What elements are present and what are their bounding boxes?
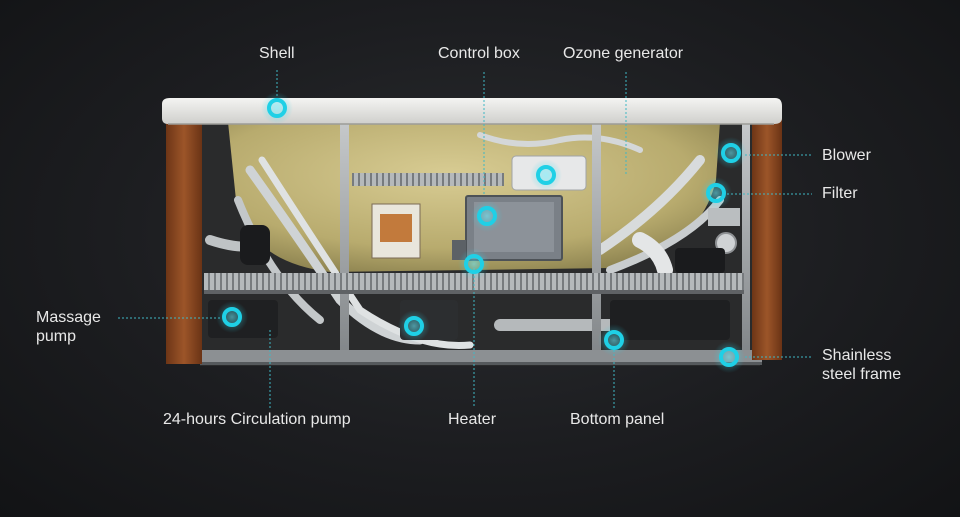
massage-pump-label-line-2: pump [36, 328, 77, 345]
stainless-frame-label: Shainless steel frame [822, 346, 901, 384]
shell-rim [162, 98, 782, 124]
blower-label: Blower [822, 147, 871, 164]
left-wood-panel [166, 116, 202, 364]
heater-label: Heater [448, 411, 497, 428]
control-box-label: Control box [438, 45, 520, 62]
control-box-hotspot-icon [471, 200, 503, 232]
ozone-generator-label: Ozone generator [563, 45, 684, 62]
heater-hotspot-icon [458, 248, 490, 280]
massage-pump-label-line-1: Massage [36, 309, 101, 326]
bottom-panel-board [200, 350, 762, 364]
upper-grate-rail [352, 173, 504, 186]
ozone-generator-hotspot-icon [530, 159, 562, 191]
stainless-frame-label-line-2: steel frame [822, 366, 902, 383]
warning-label-plate [371, 203, 421, 259]
bottom-panel-label: Bottom panel [570, 411, 665, 428]
filter-hotspot-icon [700, 177, 732, 209]
blower-hotspot-icon [715, 137, 747, 169]
massage-pump-hotspot-icon [216, 301, 248, 333]
circulation-pump-label: 24-hours Circulation pump [163, 411, 351, 428]
stainless-frame-label-line-1: Shainless [822, 347, 892, 364]
hotspot-markers [216, 92, 747, 373]
massage-pump-label: Massage pump [36, 308, 101, 346]
frame-posts [340, 120, 750, 365]
filter-label: Filter [822, 185, 858, 202]
bottom-panel-hotspot-icon [598, 324, 630, 356]
circulation-pump-hotspot-icon [398, 310, 430, 342]
shell-label: Shell [259, 45, 295, 62]
steel-frame-hotspot-icon [713, 341, 745, 373]
shell-hotspot-icon [261, 92, 293, 124]
leader-lines [118, 70, 812, 408]
right-wood-panel [752, 116, 782, 360]
